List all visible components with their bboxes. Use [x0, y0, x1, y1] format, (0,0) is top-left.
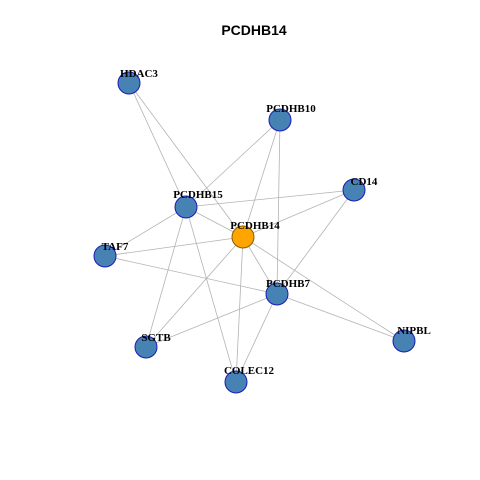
- node-circle[interactable]: [134, 335, 158, 359]
- edge-pcdhb15-sgtb: [145, 206, 187, 348]
- node-pcdhb10[interactable]: PCDHB10: [266, 103, 316, 132]
- node-circle[interactable]: [231, 225, 255, 249]
- edge-pcdhb14-nipbl: [242, 236, 405, 342]
- node-hdac3[interactable]: HDAC3: [117, 68, 158, 95]
- node-cd14[interactable]: CD14: [342, 176, 378, 202]
- node-label: PCDHB10: [266, 103, 316, 115]
- node-label: HDAC3: [120, 68, 158, 80]
- node-circle[interactable]: [93, 244, 117, 268]
- edge-pcdhb14-taf7: [104, 236, 244, 257]
- edge-hdac3-pcdhb14: [128, 82, 244, 238]
- node-circle[interactable]: [268, 108, 292, 132]
- node-circle[interactable]: [342, 178, 366, 202]
- node-taf7[interactable]: TAF7: [93, 241, 129, 268]
- edge-pcdhb10-pcdhb7: [276, 119, 281, 295]
- edge-pcdhb7-colec12: [235, 293, 278, 383]
- node-circle[interactable]: [392, 329, 416, 353]
- node-label: PCDHB15: [173, 189, 223, 201]
- edge-pcdhb10-pcdhb15: [185, 119, 281, 208]
- node-label: PCDHB14: [230, 220, 280, 232]
- node-label: TAF7: [102, 241, 129, 253]
- edge-pcdhb7-sgtb: [145, 293, 278, 348]
- node-colec12[interactable]: COLEC12: [224, 365, 275, 394]
- node-label: CD14: [351, 176, 378, 188]
- edge-pcdhb10-pcdhb14: [242, 119, 281, 238]
- diagram-title: PCDHB14: [221, 22, 287, 38]
- edge-cd14-pcdhb14: [242, 189, 355, 238]
- edge-hdac3-pcdhb15: [128, 82, 187, 208]
- edge-pcdhb15-colec12: [185, 206, 237, 383]
- node-layer: HDAC3PCDHB10CD14PCDHB15PCDHB14TAF7PCDHB7…: [93, 68, 431, 394]
- edge-pcdhb15-taf7: [104, 206, 187, 257]
- node-label: NIPBL: [397, 325, 431, 337]
- node-pcdhb14[interactable]: PCDHB14: [230, 220, 280, 249]
- node-label: COLEC12: [224, 365, 275, 377]
- node-label: SGTB: [141, 332, 171, 344]
- node-nipbl[interactable]: NIPBL: [392, 325, 431, 353]
- edge-cd14-pcdhb15: [185, 189, 355, 208]
- node-sgtb[interactable]: SGTB: [134, 332, 171, 359]
- edge-pcdhb7-nipbl: [276, 293, 405, 342]
- edge-taf7-pcdhb7: [104, 255, 278, 295]
- edge-pcdhb14-sgtb: [145, 236, 244, 348]
- node-pcdhb15[interactable]: PCDHB15: [173, 189, 223, 219]
- node-circle[interactable]: [117, 71, 141, 95]
- node-circle[interactable]: [265, 282, 289, 306]
- edge-cd14-pcdhb7: [276, 189, 355, 295]
- node-label: PCDHB7: [266, 278, 311, 290]
- node-circle[interactable]: [174, 195, 198, 219]
- node-circle[interactable]: [224, 370, 248, 394]
- node-pcdhb7[interactable]: PCDHB7: [265, 278, 311, 306]
